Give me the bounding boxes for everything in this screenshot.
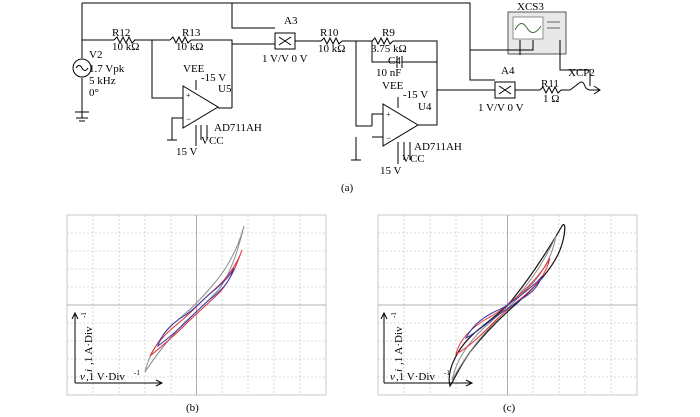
plot-c-ylabel-var: i: [393, 369, 405, 372]
u5-vee-label: VEE: [183, 63, 205, 75]
r9-resistor-icon: [371, 36, 394, 46]
u5-vee-value: -15 V: [201, 72, 226, 84]
r10-value: 10 kΩ: [318, 43, 345, 55]
xcp2-probe-icon: [569, 81, 600, 91]
r12-label: R12: [112, 27, 130, 39]
plot-b-curve-blue: [157, 267, 235, 348]
caption-b: (b): [186, 402, 199, 414]
circuit-diagram: + − + −: [72, 1, 601, 194]
r11-resistor-icon: [539, 85, 562, 95]
plot-c-curve-gray: [451, 235, 557, 381]
a4-gain: 1 V/V 0 V: [478, 102, 524, 114]
caption-a: (a): [341, 182, 354, 194]
c4-value: 10 nF: [376, 67, 401, 79]
u4-vee-label: VEE: [382, 80, 404, 92]
plot-c-xlabel-var: v: [390, 371, 395, 383]
plot-c: i ,1 A·Div -1 v ,1 V·Div -1 (c): [377, 214, 638, 414]
xcp2-label: XCP2: [568, 67, 595, 79]
a3-gain: 1 V/V 0 V: [262, 53, 308, 65]
plot-c-curve-blue: [464, 275, 543, 340]
v2-label: V2: [89, 49, 102, 61]
v2-phase: 0°: [89, 87, 99, 99]
plot-b-ylabel-var: i: [83, 369, 95, 372]
u5-vcc-label: VCC: [201, 135, 224, 147]
plot-b-curve-gray: [144, 225, 245, 373]
xcs3-label: XCS3: [517, 1, 544, 13]
u5-part: AD711AH: [214, 122, 262, 134]
plot-c-xlabel-sup: -1: [444, 369, 450, 377]
a4-label: A4: [501, 65, 515, 77]
plot-b-xlabel-var: v: [80, 371, 85, 383]
caption-c: (c): [503, 402, 516, 414]
plot-b: i ,1 A·Div -1 v ,1 V·Div -1 (b): [66, 214, 327, 414]
u5-name: U5: [218, 83, 232, 95]
v2-amplitude: 1.7 Vpk: [89, 63, 125, 75]
u4-opamp-icon: [382, 103, 419, 147]
plot-b-xlabel-sup: -1: [134, 369, 140, 377]
r12-value: 10 kΩ: [112, 41, 139, 53]
u4-vcc-label: VCC: [402, 153, 425, 165]
svg-text:+: +: [186, 91, 191, 100]
r9-value: 3.75 kΩ: [371, 43, 407, 55]
plot-b-ylabel-sup: -1: [80, 312, 88, 318]
svg-text:−: −: [186, 114, 191, 124]
a3-label: A3: [284, 15, 298, 27]
r10-resistor-icon: [320, 36, 343, 46]
r13-value: 10 kΩ: [176, 41, 203, 53]
u5-opamp-icon: [182, 85, 219, 129]
v2-frequency: 5 kHz: [89, 75, 116, 87]
u4-name: U4: [418, 101, 432, 113]
r10-label: R10: [320, 27, 339, 39]
r9-label: R9: [382, 27, 395, 39]
u4-part: AD711AH: [414, 141, 462, 153]
r13-resistor-icon: [169, 35, 192, 45]
c4-capacitor-icon: [396, 56, 403, 68]
r12-resistor-icon: [113, 35, 136, 45]
plot-b-curve-red: [149, 249, 243, 357]
r11-value: 1 Ω: [543, 93, 559, 105]
plot-c-xlabel-unit: ,1 V·Div: [396, 371, 435, 383]
plot-c-ylabel-unit: ,1 A·Div: [393, 326, 405, 365]
u5-vcc-value: 15 V: [176, 146, 198, 158]
svg-text:−: −: [386, 133, 391, 143]
u4-vcc-value: 15 V: [380, 165, 402, 177]
r13-label: R13: [182, 27, 201, 39]
plot-b-xlabel-unit: ,1 V·Div: [86, 371, 125, 383]
svg-text:+: +: [386, 110, 391, 119]
plot-c-curve-red: [455, 257, 551, 355]
r11-label: R11: [541, 78, 559, 90]
v2-source-icon: [72, 58, 92, 78]
u4-vee-value: -15 V: [403, 89, 428, 101]
plot-c-ylabel-sup: -1: [390, 312, 398, 318]
plot-b-ylabel-unit: ,1 A·Div: [83, 326, 95, 365]
c4-label: C4: [388, 55, 401, 67]
